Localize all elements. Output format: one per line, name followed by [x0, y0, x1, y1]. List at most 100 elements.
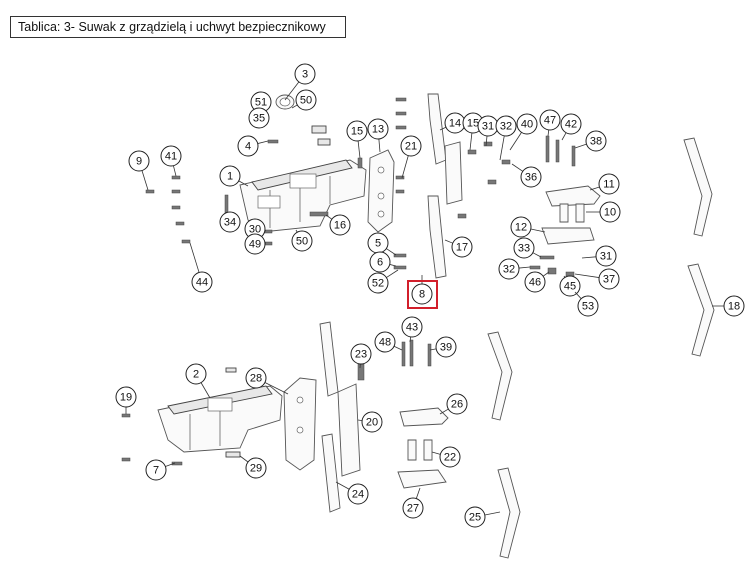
callout-label: 15 [351, 126, 363, 138]
callout-label: 41 [165, 151, 177, 163]
callout-41: 41 [160, 145, 182, 177]
callout-label: 51 [255, 97, 267, 109]
callout-20: 20 [357, 411, 383, 433]
callout-label: 32 [503, 264, 515, 276]
callout-label: 27 [407, 503, 419, 515]
bracket-26 [399, 407, 449, 427]
leader-line [499, 135, 505, 161]
callout-circle [524, 271, 546, 293]
callout-19: 19 [115, 386, 137, 414]
callout-circle [598, 173, 620, 195]
bracket-22 [407, 439, 433, 461]
callout-26: 26 [439, 393, 468, 415]
leader-line [386, 248, 397, 256]
callout-label: 30 [249, 224, 261, 236]
callout-18: 18 [712, 295, 745, 317]
callout-circle [219, 165, 241, 187]
leader-line [200, 382, 211, 399]
leader-line [291, 104, 298, 109]
leader-line [173, 165, 177, 177]
leader-line [431, 451, 441, 455]
callout-circle [367, 272, 389, 294]
leader-line [409, 336, 412, 343]
leader-line [325, 214, 333, 220]
callout-circle [369, 251, 391, 273]
callout-25: 25 [464, 506, 501, 528]
leader-line [357, 419, 363, 421]
callout-circle [219, 211, 241, 233]
callout-31: 31 [581, 245, 617, 267]
highlight-box-part-8 [407, 280, 438, 309]
callout-label: 22 [444, 452, 456, 464]
leader-line [530, 228, 546, 233]
callout-label: 50 [296, 236, 308, 248]
leader-line [439, 408, 449, 415]
callout-39: 39 [429, 336, 457, 358]
callout-8: 8 [411, 275, 433, 305]
callout-30: 30 [244, 218, 267, 240]
callout-circle [237, 135, 259, 157]
callout-label: 23 [355, 349, 367, 361]
callout-circle [295, 89, 317, 111]
callout-label: 45 [564, 281, 576, 293]
callout-15: 15 [346, 120, 368, 159]
callout-21: 21 [400, 135, 422, 179]
callout-label: 52 [372, 278, 384, 290]
callout-circle [245, 367, 267, 389]
callout-17: 17 [444, 236, 473, 258]
callout-label: 28 [250, 373, 262, 385]
bracket-11 [545, 185, 601, 207]
callout-label: 4 [245, 141, 251, 153]
leader-line [429, 348, 437, 351]
callout-31: 31 [477, 115, 499, 147]
leader-line [415, 487, 421, 499]
callout-14: 14 [439, 112, 466, 134]
plate-20 [337, 383, 361, 477]
shank-far-right-top [683, 137, 713, 237]
hardware-lower [121, 339, 432, 466]
callout-circle [245, 457, 267, 479]
callout-circle [560, 113, 582, 135]
callout-label: 25 [469, 512, 481, 524]
leader-line [589, 186, 600, 191]
callout-circle [248, 107, 270, 129]
leader-line [393, 345, 403, 351]
callout-label: 50 [300, 95, 312, 107]
callout-label: 3 [302, 69, 308, 81]
callout-label: 10 [604, 207, 616, 219]
callout-49: 49 [244, 233, 267, 255]
leader-line [165, 462, 176, 467]
callout-label: 53 [582, 301, 594, 313]
callout-circle [402, 497, 424, 519]
bracket-12 [541, 227, 595, 245]
callout-circle [191, 271, 213, 293]
callout-label: 31 [600, 251, 612, 263]
callout-38: 38 [574, 130, 607, 152]
shank-18 [687, 263, 715, 357]
callout-46: 46 [524, 271, 550, 293]
callout-label: 13 [372, 124, 384, 136]
leader-line [386, 269, 399, 278]
callout-label: 26 [451, 399, 463, 411]
leader-line [189, 242, 200, 273]
callout-50: 50 [291, 89, 317, 111]
callout-label: 38 [590, 136, 602, 148]
callout-circle [411, 283, 433, 305]
callout-10: 10 [586, 201, 621, 223]
callout-label: 35 [253, 113, 265, 125]
callout-label: 5 [375, 238, 381, 250]
callout-circle [374, 331, 396, 353]
callout-1: 1 [219, 165, 249, 187]
callout-label: 40 [521, 119, 533, 131]
callout-label: 11 [603, 179, 614, 191]
leader-line [574, 291, 582, 299]
callout-2: 2 [185, 363, 211, 399]
leader-line [401, 155, 409, 179]
callout-12: 12 [510, 216, 546, 238]
callout-32: 32 [495, 115, 517, 161]
callout-34: 34 [219, 211, 241, 233]
callout-32: 32 [498, 258, 531, 280]
callout-label: 37 [603, 274, 615, 286]
